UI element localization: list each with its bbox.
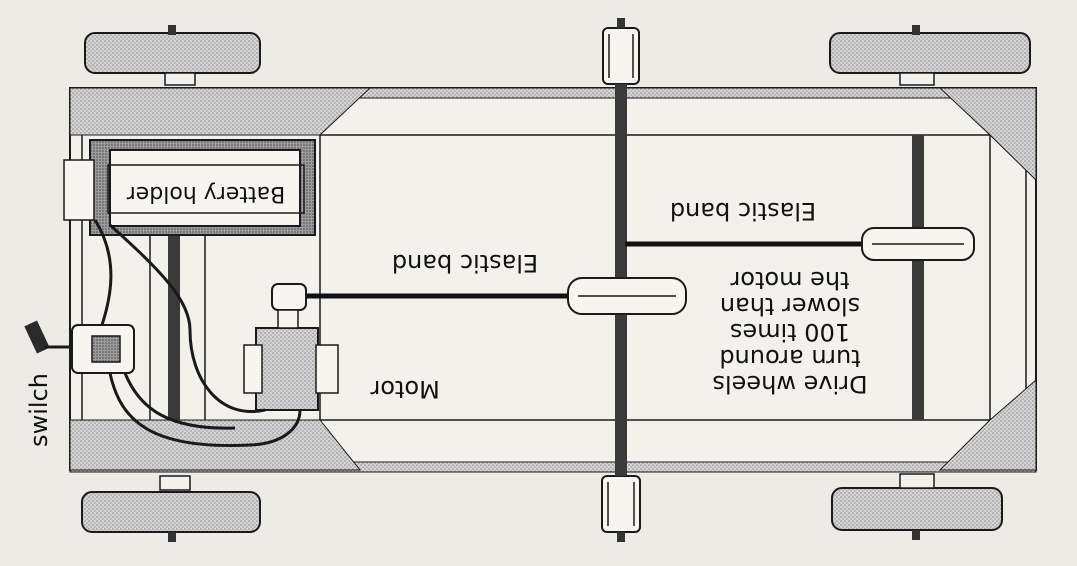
- drive-wheels-line-4: slower than: [720, 292, 860, 320]
- pulley-motor: [271, 283, 307, 311]
- label-drive-wheels: Drive wheels turn around 100 times slowe…: [712, 266, 867, 398]
- label-switch: swilch: [25, 373, 53, 447]
- battery-holder: [63, 139, 316, 236]
- wheel-top-right: [829, 25, 1031, 86]
- rear-axle: [912, 135, 924, 420]
- switch: [24, 320, 135, 374]
- drive-wheels-line-5: the motor: [730, 266, 849, 294]
- wheel-bottom-left: [81, 475, 261, 542]
- wheel-bottom-right: [831, 473, 1003, 540]
- corner-gusset-top-right: [938, 87, 1037, 182]
- drive-wheels-line-3: 100 times: [730, 318, 850, 346]
- label-elastic-band-left: Elastic band: [392, 249, 538, 277]
- drive-wheel-top: [602, 18, 640, 85]
- wheel-top-left: [84, 25, 261, 86]
- drive-wheel-bottom: [601, 475, 641, 542]
- drive-wheels-line-2: turn around: [719, 344, 860, 372]
- drive-wheels-line-1: Drive wheels: [712, 370, 867, 398]
- label-battery-holder: Battery holder: [126, 181, 285, 206]
- pulley-drive: [567, 277, 687, 315]
- wiring: [93, 219, 302, 448]
- corner-gusset-bottom-right: [938, 378, 1037, 471]
- label-elastic-band-right: Elastic band: [670, 197, 816, 225]
- corner-gusset-top-left: [69, 87, 372, 136]
- label-motor: Motor: [370, 375, 439, 403]
- motor: [243, 309, 339, 411]
- pulley-rear: [861, 227, 975, 261]
- front-axle: [168, 235, 180, 420]
